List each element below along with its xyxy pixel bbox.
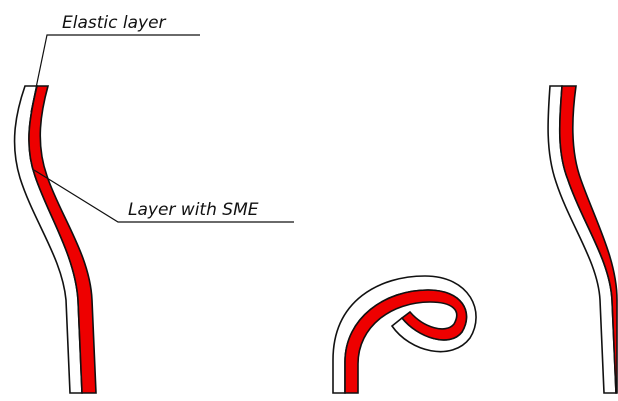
right-bilayer-strip (547, 85, 618, 394)
left-sme-layer (28, 85, 97, 394)
sme-layer-label: Layer with SME (128, 200, 259, 220)
right-sme-layer (558, 85, 618, 394)
sme-layer-callout: Layer with SME (33, 169, 294, 223)
sme-layer-leader-line (33, 169, 294, 223)
elastic-layer-callout: Elastic layer (30, 13, 200, 113)
elastic-layer-label: Elastic layer (62, 13, 167, 33)
left-bilayer-strip (13, 85, 97, 394)
middle-sme-layer (344, 289, 468, 394)
elastic-layer-leader-line (30, 34, 200, 113)
middle-curled-strip (332, 275, 477, 394)
right-elastic-layer (547, 85, 617, 394)
